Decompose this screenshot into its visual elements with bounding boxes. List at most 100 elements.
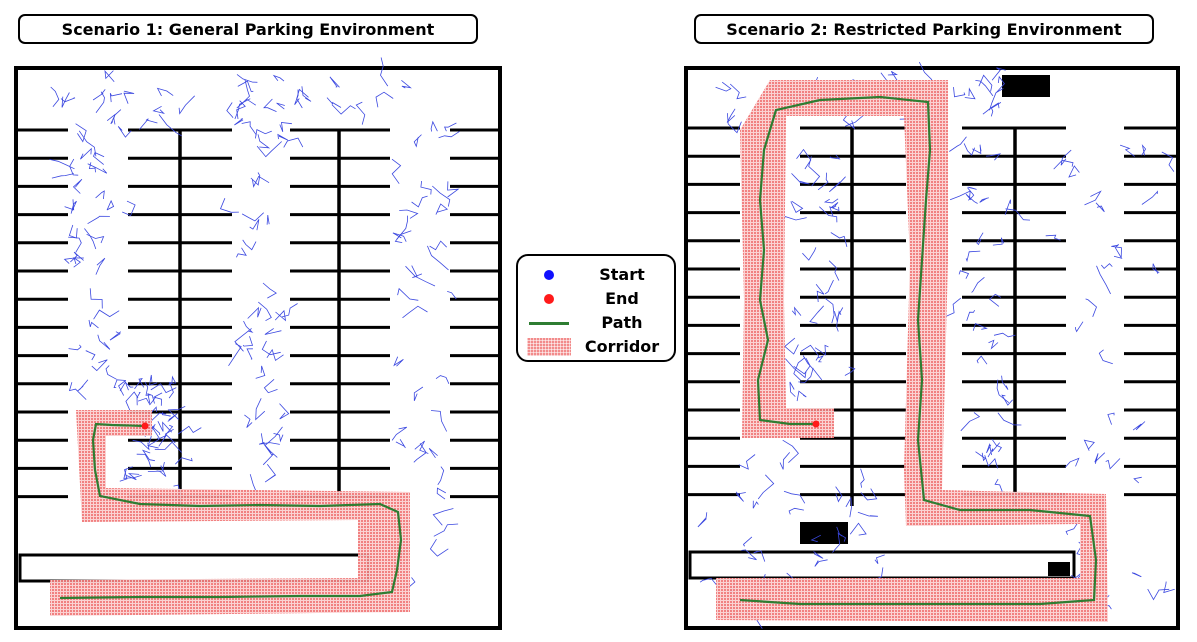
search-tree-branch (1083, 439, 1095, 451)
search-tree-branch (63, 257, 84, 264)
search-tree-branch (1084, 190, 1102, 206)
search-tree-branch (976, 232, 984, 246)
search-tree-branch (241, 121, 257, 136)
search-tree-branch (152, 105, 166, 115)
search-tree-branch (178, 95, 195, 115)
search-tree-branch (743, 536, 753, 547)
search-tree-branch (147, 393, 155, 404)
search-tree-branch (429, 538, 449, 557)
search-tree-branch (234, 328, 252, 352)
search-tree-branch (1113, 243, 1123, 259)
search-tree-branch (844, 366, 856, 376)
search-tree-branch (272, 74, 285, 82)
search-tree-branch (436, 487, 446, 500)
search-tree-branch (154, 441, 182, 453)
search-tree-branch (1141, 190, 1159, 205)
search-tree-branch (252, 175, 270, 188)
search-tree-branch (411, 265, 423, 278)
search-tree-branch (447, 291, 457, 300)
search-tree-branch (70, 200, 77, 214)
scenario-1-boundary (14, 66, 502, 630)
search-tree-branch (64, 199, 75, 211)
search-tree-branch (860, 488, 878, 501)
search-tree-branch (86, 233, 105, 244)
search-tree-branch (236, 100, 246, 119)
search-tree-branch (1065, 519, 1080, 536)
search-tree-branch (796, 148, 812, 170)
search-tree-branch (741, 549, 757, 561)
search-tree-branch (93, 309, 120, 320)
search-tree-branch (87, 215, 110, 225)
search-tree-branch (790, 200, 804, 213)
search-tree-branch (247, 306, 262, 319)
search-tree-branch (413, 386, 424, 401)
search-tree-branch (817, 355, 824, 363)
search-tree-branch (294, 89, 300, 105)
search-tree-branch (95, 257, 106, 275)
search-tree-branch (263, 98, 277, 112)
corridor-swatch-icon (527, 338, 571, 356)
search-tree-branch (167, 413, 178, 422)
search-tree-branch (991, 67, 1006, 81)
search-tree-branch (802, 247, 817, 261)
scenario-1-search-tree (49, 57, 460, 588)
search-tree-branch (1053, 159, 1074, 170)
search-tree-branch (88, 162, 96, 173)
search-tree-branch (113, 379, 127, 388)
search-tree-branch (785, 358, 807, 379)
search-tree-branch (281, 303, 298, 318)
search-tree-branch (428, 447, 438, 459)
search-tree-branch (788, 507, 804, 515)
search-tree-branch (72, 179, 83, 194)
search-tree-branch (396, 215, 409, 240)
search-tree-branch (49, 159, 75, 170)
search-tree-branch (1005, 208, 1031, 221)
search-tree-branch (800, 344, 820, 361)
search-tree-branch (242, 336, 254, 347)
search-tree-branch (420, 180, 432, 195)
search-tree-branch (375, 91, 394, 108)
legend-label-start: Start (599, 265, 645, 284)
search-tree-branch (88, 319, 99, 329)
search-tree-branch (266, 214, 270, 225)
search-tree-branch (329, 76, 340, 88)
search-tree-branch (93, 152, 105, 165)
search-tree-branch (791, 306, 802, 316)
search-tree-branch (84, 228, 97, 250)
search-tree-branch (1107, 412, 1115, 425)
search-tree-branch (75, 123, 87, 143)
search-tree-branch (832, 532, 843, 553)
search-tree-branch (277, 133, 288, 141)
search-tree-branch (810, 534, 821, 542)
search-tree-branch (953, 87, 966, 98)
search-tree-branch (249, 219, 260, 231)
scenario-1-path (59, 422, 403, 600)
search-tree-branch (255, 129, 272, 139)
search-tree-branch (91, 359, 108, 372)
search-tree-branch (413, 443, 427, 463)
search-tree-branch (118, 380, 129, 396)
search-tree-branch (78, 130, 97, 157)
search-tree-branch (261, 340, 281, 356)
search-tree-branch (1098, 349, 1113, 365)
search-tree-branch (1132, 421, 1146, 431)
search-tree-branch (964, 87, 976, 100)
search-tree-branch (264, 328, 282, 335)
search-tree-branch (152, 392, 163, 406)
search-tree-branch (815, 283, 825, 303)
search-tree-branch (392, 232, 407, 242)
search-tree-branch (136, 392, 141, 406)
search-tree-branch (77, 379, 89, 392)
scenario-1-end-marker (141, 422, 149, 430)
search-tree-branch (991, 438, 1003, 453)
search-tree-branch (860, 468, 865, 488)
search-tree-branch (1152, 263, 1160, 274)
search-tree-branch (136, 453, 152, 468)
legend-label-path: Path (601, 313, 643, 332)
path-line-icon (529, 321, 569, 325)
search-tree-branch (70, 251, 84, 263)
search-tree-branch (960, 412, 981, 432)
search-tree-branch (105, 365, 117, 380)
search-tree-branch (119, 381, 134, 392)
